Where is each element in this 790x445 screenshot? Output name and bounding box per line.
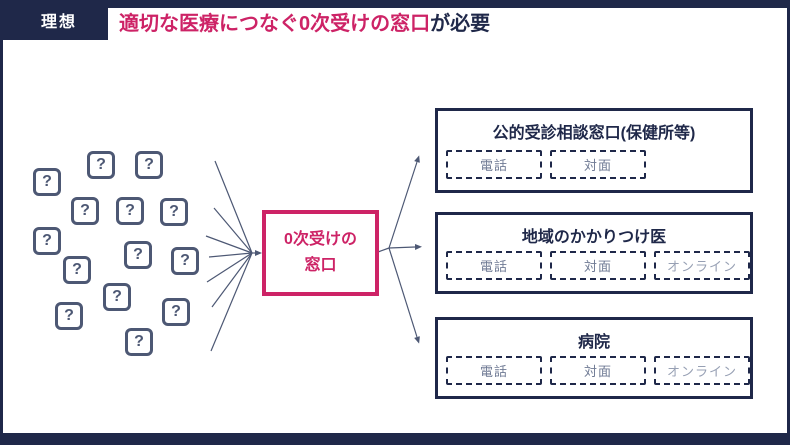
channel-chip-in-person: 対面: [550, 150, 646, 179]
frame-bottom-bar: [0, 433, 790, 445]
destination-box-hospital: 病院 電話 対面 オンライン: [435, 317, 753, 399]
question-box: ?: [33, 227, 61, 255]
destination-title: 地域のかかりつけ医: [521, 229, 667, 246]
question-box: ?: [33, 168, 61, 196]
channel-chip-phone: 電話: [446, 251, 542, 280]
question-box: ?: [160, 198, 188, 226]
destination-box-public-consultation: 公的受診相談窓口(保健所等) 電話 対面: [435, 108, 753, 193]
question-box: ?: [55, 302, 83, 330]
frame-top-bar: [0, 0, 790, 8]
channel-chip-in-person: 対面: [550, 356, 646, 385]
question-box: ?: [124, 241, 152, 269]
ideal-badge: 理想: [0, 0, 108, 40]
question-box: ?: [103, 283, 131, 311]
zero-contact-window-box: 0次受けの 窓口: [262, 210, 379, 296]
center-box-line2: 窓口: [304, 257, 337, 274]
channel-chip-online: オンライン: [654, 356, 750, 385]
channel-row: 電話 対面: [446, 150, 646, 179]
frame-right-bar: [787, 0, 790, 445]
destination-title: 公的受診相談窓口(保健所等): [492, 125, 696, 142]
question-box: ?: [116, 197, 144, 225]
title-rest: が必要: [430, 13, 491, 35]
center-box-line1: 0次受けの: [284, 231, 357, 248]
question-box: ?: [87, 151, 115, 179]
channel-row: 電話 対面 オンライン: [446, 251, 750, 280]
channel-chip-phone: 電話: [446, 150, 542, 179]
question-box: ?: [162, 298, 190, 326]
title-highlight: 適切な医療につなぐ0次受けの窓口: [119, 13, 431, 35]
channel-chip-online: オンライン: [654, 251, 750, 280]
page-title: 適切な医療につなぐ0次受けの窓口が必要: [119, 8, 490, 41]
question-box: ?: [171, 247, 199, 275]
destination-box-family-doctor: 地域のかかりつけ医 電話 対面 オンライン: [435, 212, 753, 294]
frame-left-bar: [0, 0, 3, 445]
destination-title: 病院: [577, 334, 610, 351]
channel-chip-in-person: 対面: [550, 251, 646, 280]
question-box: ?: [135, 151, 163, 179]
channel-row: 電話 対面 オンライン: [446, 356, 750, 385]
question-box: ?: [125, 328, 153, 356]
question-box: ?: [71, 197, 99, 225]
question-box: ?: [63, 256, 91, 284]
channel-chip-phone: 電話: [446, 356, 542, 385]
